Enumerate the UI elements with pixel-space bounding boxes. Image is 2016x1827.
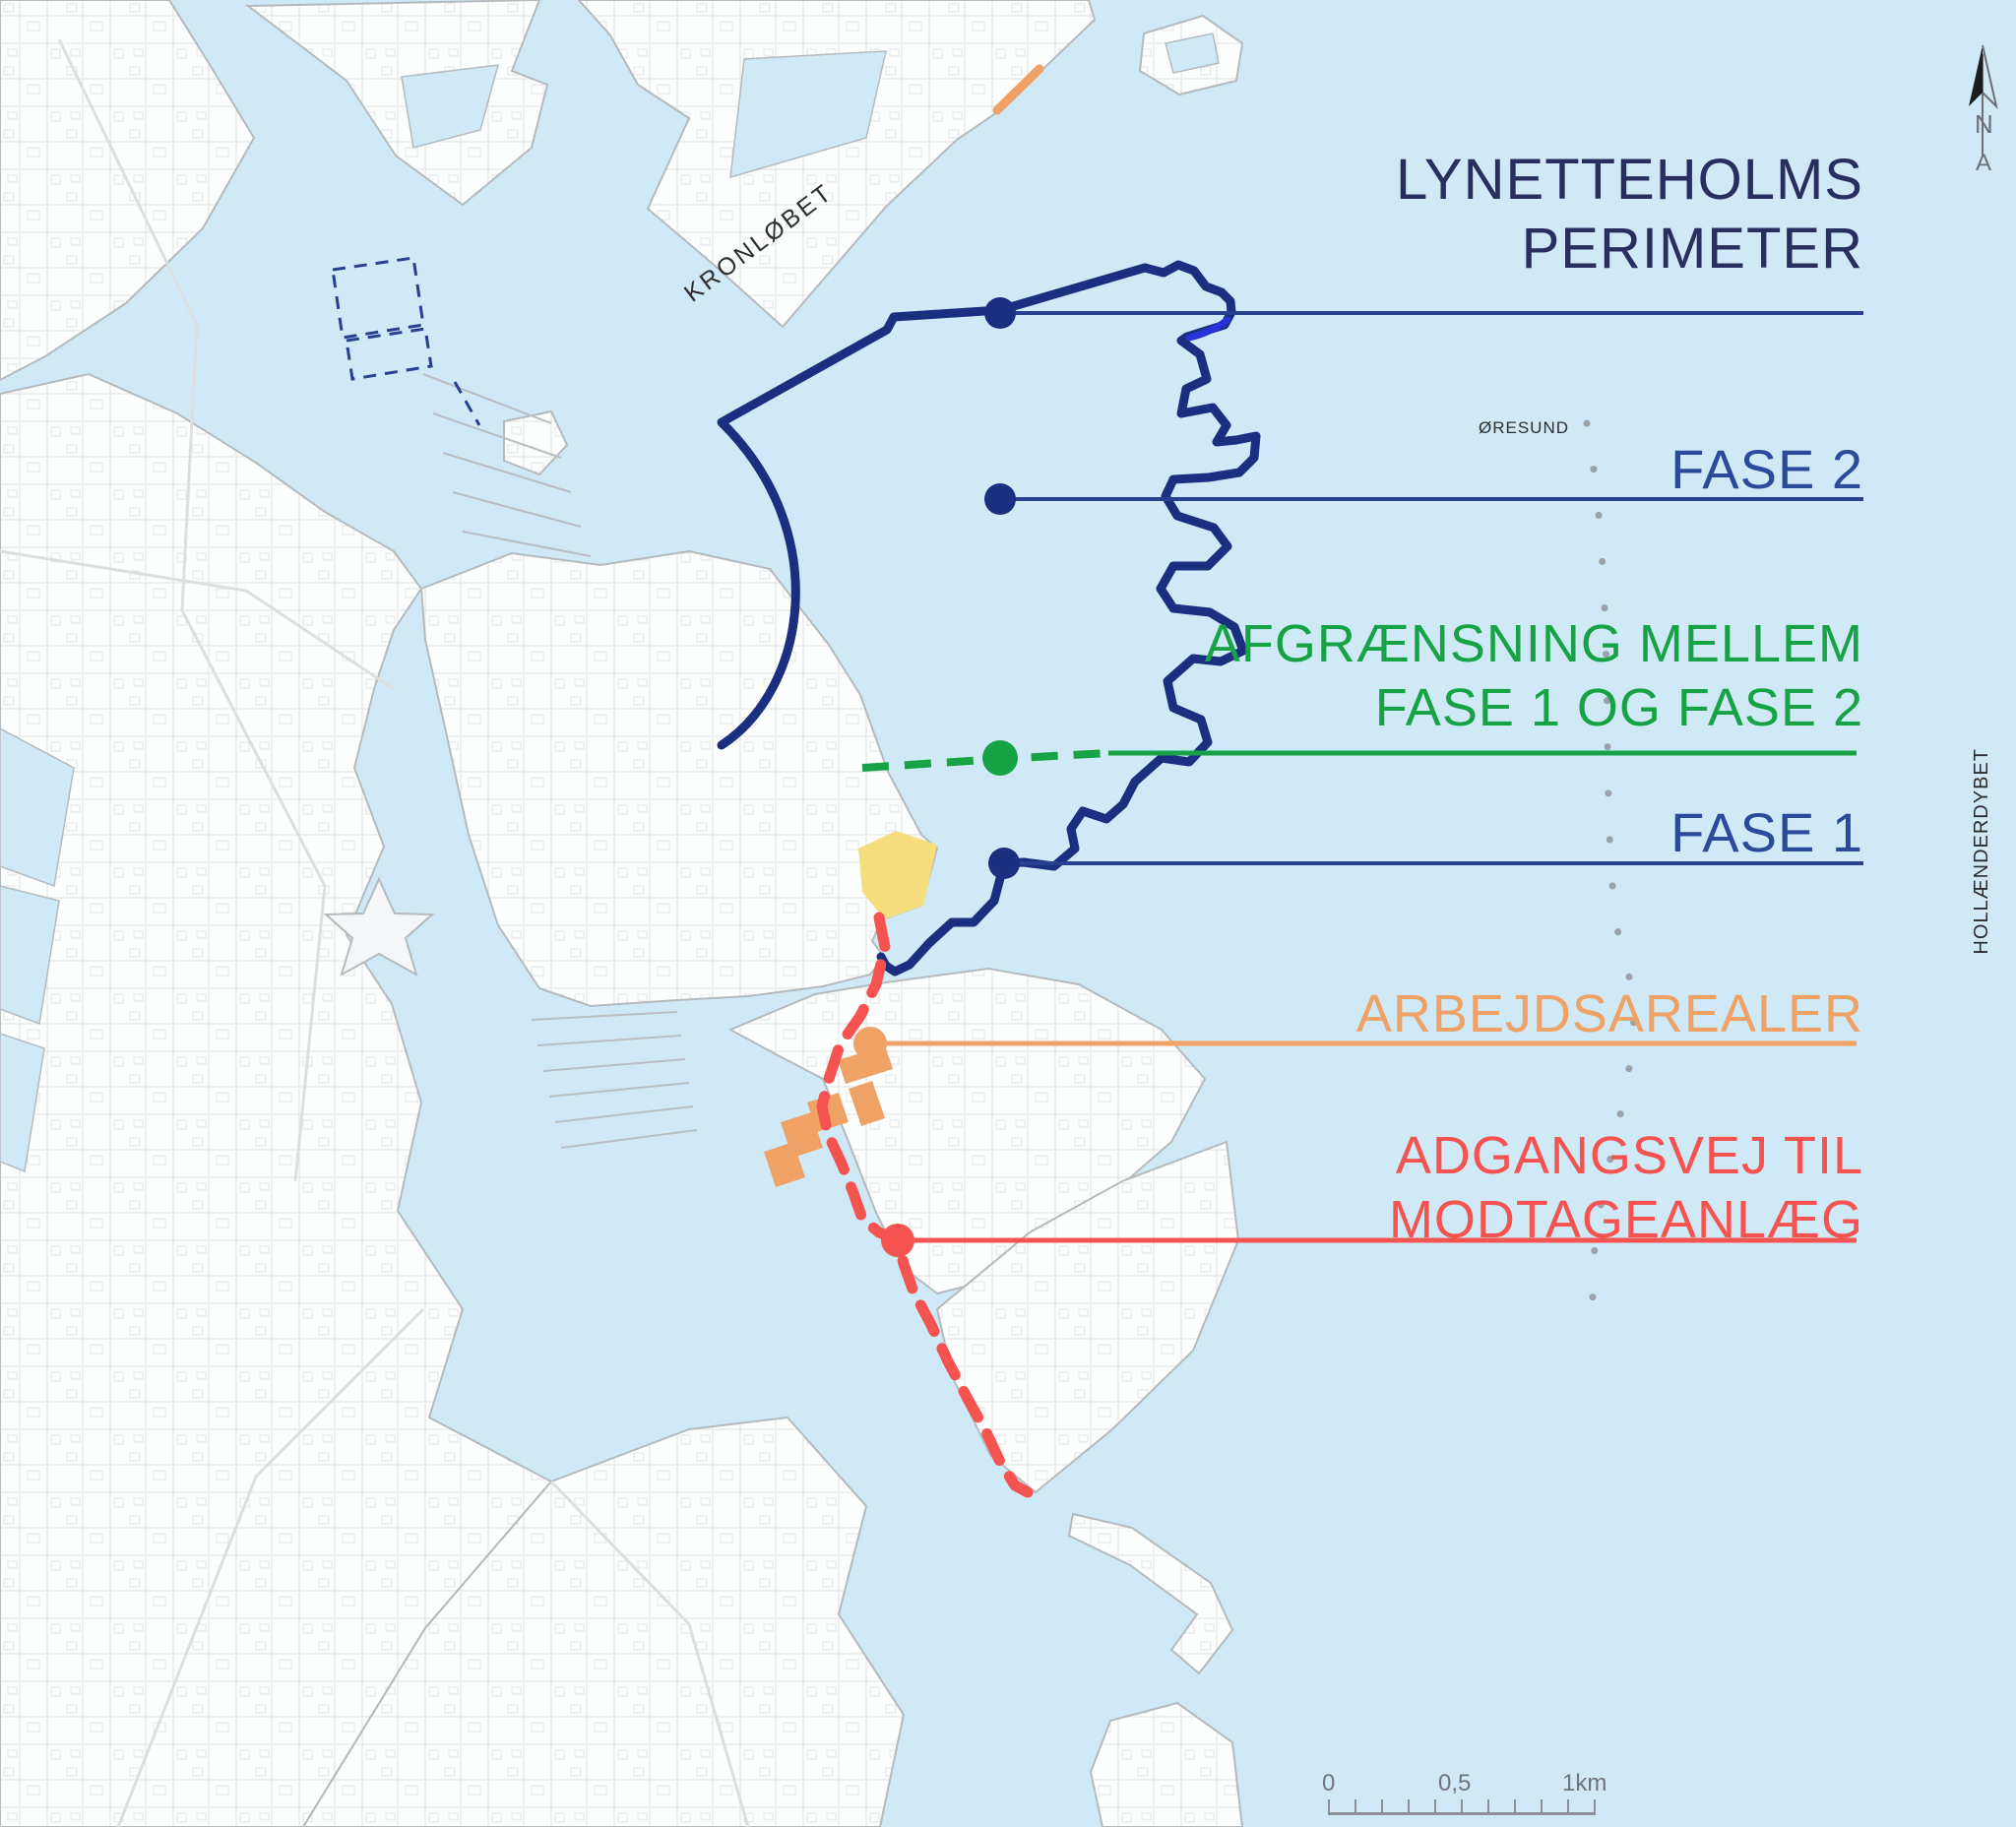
place-label-hollaenderdybet: HOLLÆNDERDYBET bbox=[1971, 748, 1992, 955]
land-tank-farm bbox=[935, 1140, 1240, 1494]
land-south-amager bbox=[301, 1416, 906, 1827]
land-nordhavn-west-pier bbox=[245, 0, 549, 207]
reclamation-area-yellow bbox=[858, 831, 937, 919]
work-area-polygons bbox=[764, 1045, 893, 1187]
leader-lines bbox=[870, 311, 1863, 1243]
fase2-marker-dot bbox=[984, 483, 1016, 515]
place-label-oresund: ØRESUND bbox=[1479, 418, 1570, 437]
work-areas-marker-dot bbox=[853, 1027, 887, 1060]
label-line: MODTAGEANLÆG bbox=[1388, 1189, 1863, 1249]
perimeter-marker-dot bbox=[984, 297, 1016, 329]
access-road-marker-dot bbox=[881, 1224, 914, 1257]
nordhavn-basin bbox=[729, 50, 887, 179]
scale-one-km: 1km bbox=[1562, 1770, 1607, 1796]
marina-jetties bbox=[422, 373, 698, 1149]
land-masses bbox=[0, 0, 1244, 1827]
scale-half: 0,5 bbox=[1438, 1770, 1472, 1796]
boundary-dotted-line bbox=[1583, 419, 1638, 1303]
label-line: PERIMETER bbox=[1521, 216, 1863, 281]
north-arrow-head-left bbox=[1969, 45, 1983, 106]
kastellet-star bbox=[323, 876, 435, 977]
major-roads bbox=[0, 38, 750, 1827]
scale-bar-numbers: 0 0,5 1km bbox=[1322, 1770, 1606, 1799]
label-line: LYNETTEHOLMS bbox=[1395, 148, 1863, 212]
north-arrow-head-right bbox=[1982, 44, 1998, 110]
scale-bar-ticks bbox=[1328, 1799, 1596, 1815]
label-phase-divider: AFGRÆNSNING MELLEM FASE 1 OG FASE 2 bbox=[1205, 612, 1863, 740]
label-line: FASE 1 OG FASE 2 bbox=[1374, 677, 1863, 737]
dashed-plan-outlines bbox=[331, 256, 481, 426]
divider-marker-dot bbox=[982, 740, 1018, 776]
access-route-path bbox=[816, 912, 1034, 1498]
fase1-marker-dot bbox=[988, 848, 1020, 879]
north-arrow-n: N bbox=[1975, 109, 1993, 139]
label-lynetteholms-perimeter: LYNETTEHOLMS PERIMETER bbox=[1396, 146, 1863, 283]
label-arbejdsarealer: ARBEJDSAREALER bbox=[1355, 984, 1863, 1043]
label-line: AFGRÆNSNING MELLEM bbox=[1204, 614, 1863, 673]
work-area-pier-segment bbox=[992, 64, 1044, 115]
perimeter-path bbox=[717, 260, 1261, 976]
land-south-islet bbox=[1089, 1701, 1244, 1827]
city-lakes bbox=[0, 727, 75, 1173]
west-pier-basin bbox=[401, 64, 500, 149]
land-hook-pier bbox=[1067, 1512, 1234, 1675]
label-adgangsvej: ADGANGSVEJ TIL MODTAGEANLÆG bbox=[1389, 1124, 1863, 1252]
land-nordhavn-east-pier bbox=[577, 0, 1097, 329]
scale-zero: 0 bbox=[1322, 1770, 1336, 1796]
marker-dots bbox=[853, 297, 1020, 1257]
land-northwest-shore bbox=[0, 0, 256, 382]
north-arrow: N A bbox=[1969, 44, 1998, 176]
perimeter-blue-segment bbox=[1185, 316, 1231, 342]
north-arrow-a: A bbox=[1976, 150, 1991, 176]
label-line: ADGANGSVEJ TIL bbox=[1395, 1126, 1863, 1185]
land-trekroner-fort bbox=[503, 410, 569, 476]
scale-bar: 0 0,5 1km bbox=[1322, 1770, 1606, 1815]
label-fase1: FASE 1 bbox=[1670, 801, 1863, 863]
label-fase2: FASE 2 bbox=[1670, 438, 1863, 500]
middelgrund-inner-water bbox=[1165, 32, 1220, 74]
